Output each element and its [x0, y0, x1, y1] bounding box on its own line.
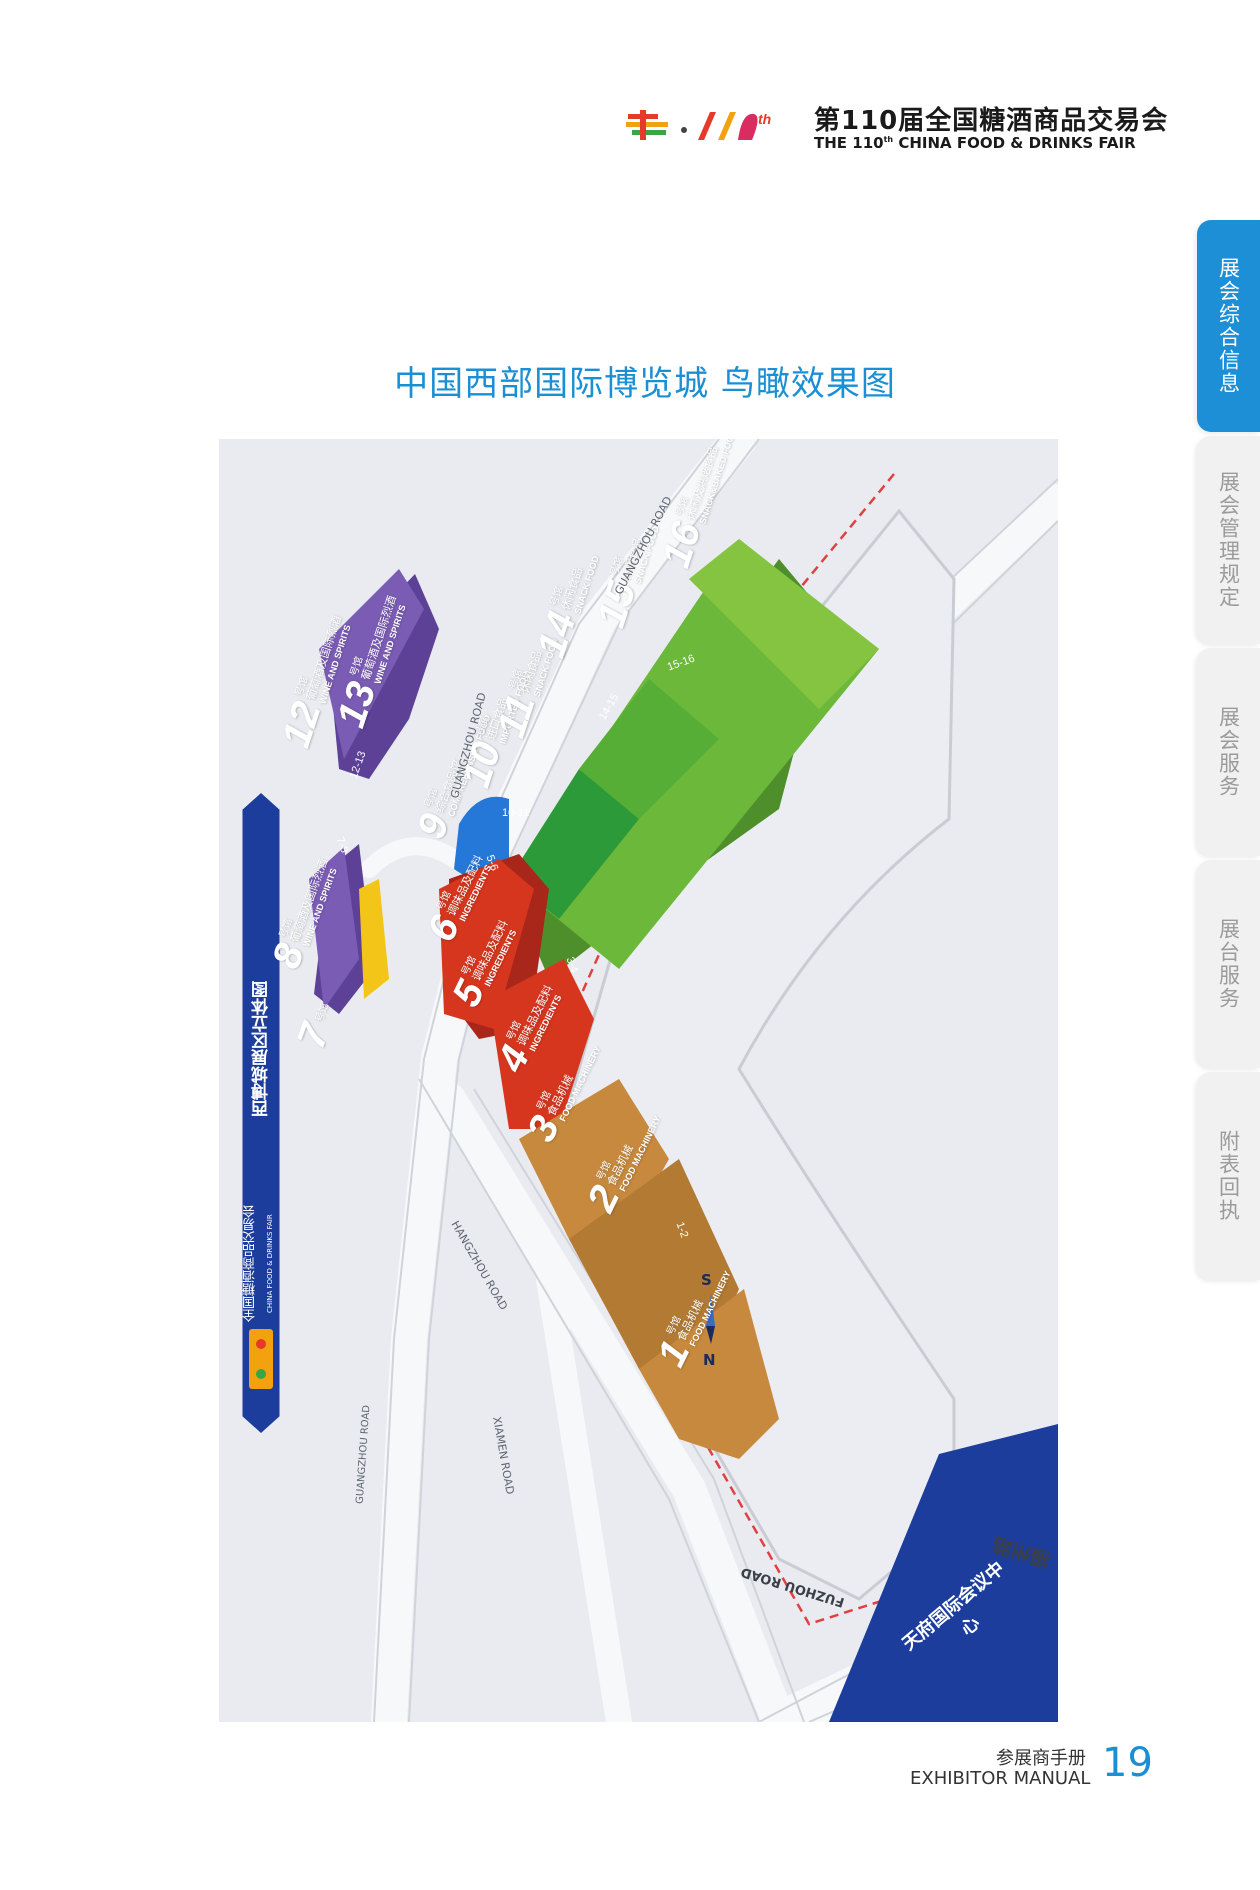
map-banner — [239, 788, 283, 1438]
tab-booth-services[interactable]: 展台服务 — [1197, 860, 1260, 1068]
hall-9-block — [454, 796, 509, 879]
tab-forms-receipts[interactable]: 附表回执 — [1197, 1072, 1260, 1280]
fair-title-cn: 第110届全国糖酒商品交易会 — [814, 106, 1169, 136]
compass-s: S — [701, 1271, 712, 1289]
tab-general-info[interactable]: 展会综合信息 — [1197, 220, 1260, 432]
hall-tag: 号馆 — [313, 1001, 331, 1024]
page-number: 19 — [1102, 1740, 1153, 1786]
tab-fair-services[interactable]: 展会服务 — [1197, 648, 1260, 856]
svg-text:th: th — [758, 111, 771, 127]
fair-title-en: THE 110th CHINA FOOD & DRINKS FAIR — [814, 134, 1136, 152]
hall-group-red — [439, 854, 594, 1129]
hall-group-orange — [519, 1079, 779, 1459]
manual-title-cn: 参展商手册 — [996, 1748, 1086, 1769]
tab-management-rules[interactable]: 展会管理规定 — [1197, 436, 1260, 644]
fair-logo-icon: th — [626, 110, 771, 140]
compass-icon — [706, 1294, 715, 1344]
compass-n: N — [703, 1351, 716, 1369]
hall-group-purple — [309, 569, 439, 1014]
corridor-label-10-11: 10-11 — [502, 807, 530, 819]
page-title: 中国西部国际博览城 鸟瞰效果图 — [394, 364, 896, 404]
manual-title-en: EXHIBITOR MANUAL — [910, 1768, 1091, 1789]
conference-center-block — [829, 1424, 1058, 1722]
